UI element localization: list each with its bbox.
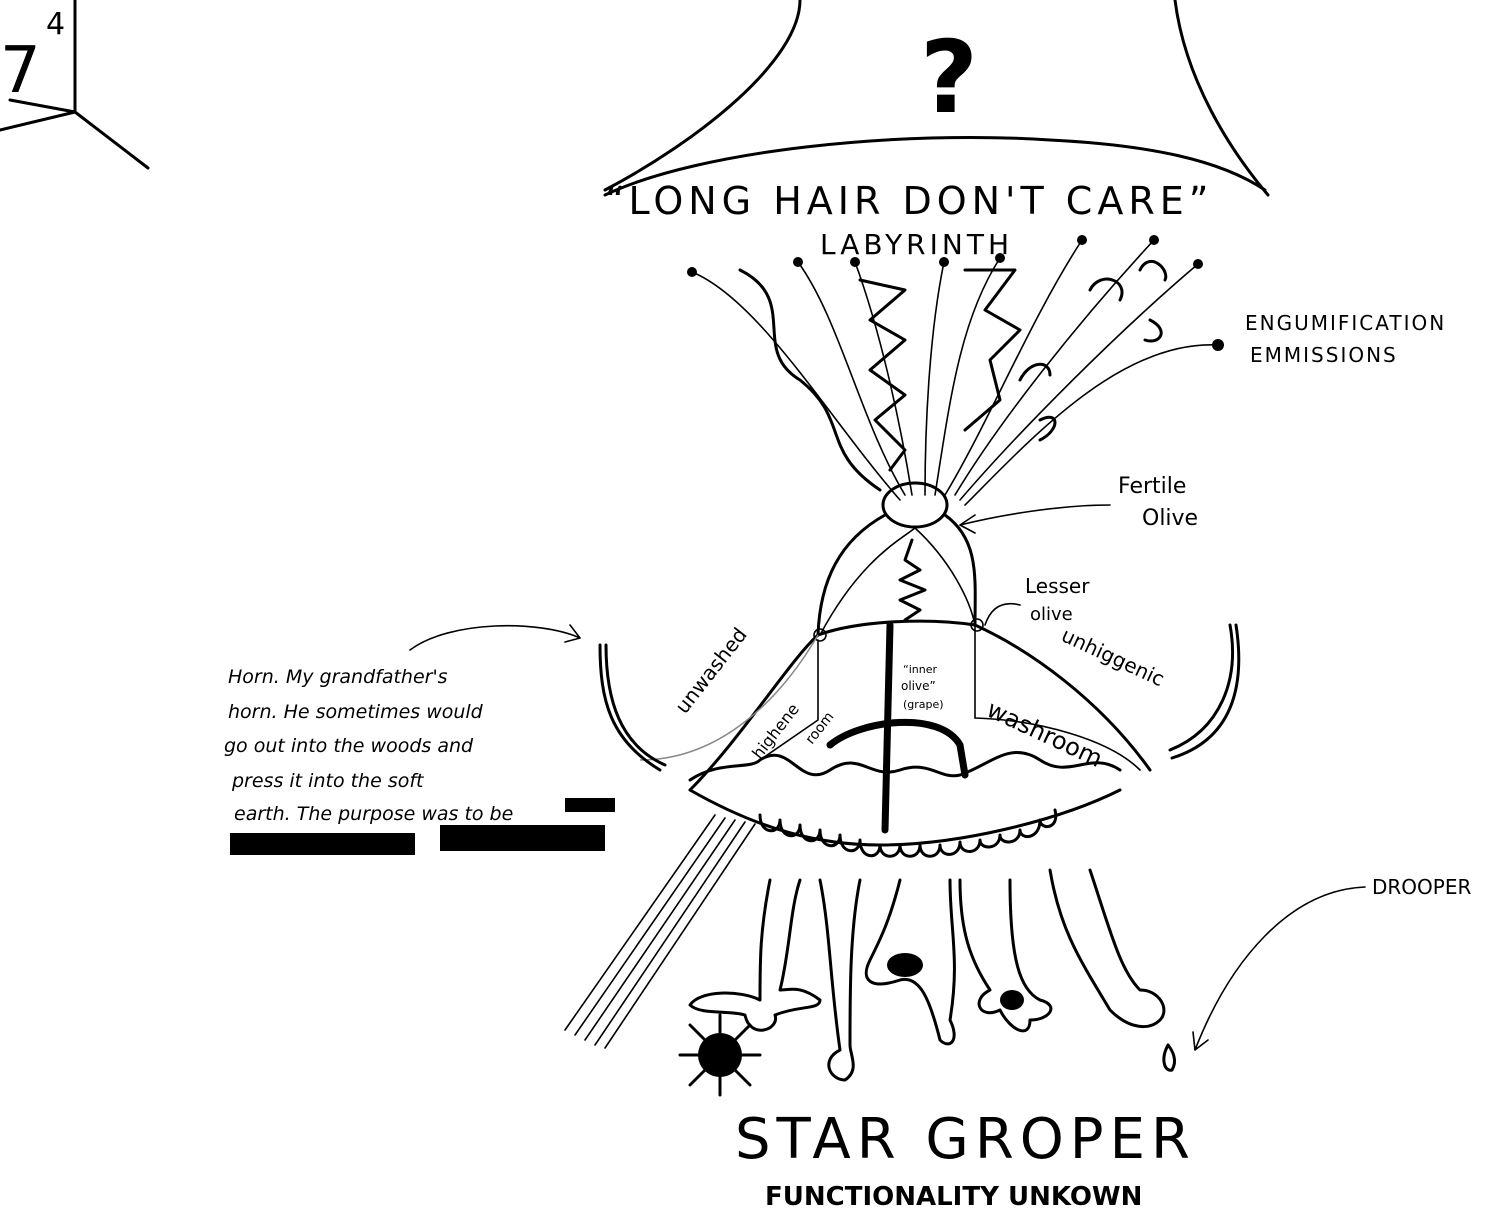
horn-note-line: earth. The purpose was to be	[234, 803, 513, 825]
redaction-bar	[565, 798, 615, 812]
inner-olive-label-3: (grape)	[903, 698, 944, 711]
inner-olive-label-2: olive”	[901, 679, 936, 693]
arrows	[409, 504, 1366, 1051]
horn-note: Horn. My grandfather's horn. He sometime…	[224, 666, 615, 855]
fertile-olive-label-2: Olive	[1142, 506, 1198, 531]
lesser-olive-label-1: Lesser	[1025, 574, 1090, 598]
corner-box: 7 4	[0, 0, 150, 170]
lesser-olive-label-2: olive	[1030, 604, 1073, 625]
horn-note-line: go out into the woods and	[224, 735, 474, 757]
horn-note-line: Horn. My grandfather's	[228, 666, 448, 688]
head-outline	[603, 0, 1270, 197]
hair-strands	[687, 235, 1224, 506]
title: STAR GROPER	[735, 1107, 1196, 1172]
corner-exponent: 4	[46, 7, 65, 42]
labyrinth-label: LABYRINTH	[820, 228, 1013, 261]
unhiggenic-label: unhiggenic	[1058, 623, 1168, 691]
unwashed-label: unwashed	[670, 623, 752, 718]
engumification-label-2: EMMISSIONS	[1250, 343, 1398, 367]
title-quote: “LONG HAIR DON'T CARE”	[605, 179, 1213, 223]
inner-olive-label-1: “inner	[903, 663, 937, 676]
subtitle: FUNCTIONALITY UNKOWN	[765, 1182, 1142, 1212]
question-mark: ?	[920, 19, 978, 136]
redaction-bar	[230, 833, 415, 855]
horn-note-line: horn. He sometimes would	[228, 701, 484, 723]
drooper-label: DROOPER	[1372, 875, 1471, 899]
horn-note-line: press it into the soft	[231, 770, 425, 792]
fertile-olive-label-1: Fertile	[1118, 474, 1186, 499]
corner-label: 7	[0, 34, 41, 108]
body	[564, 481, 1241, 1097]
engumification-label-1: ENGUMIFICATION	[1245, 311, 1446, 335]
redaction-bar	[440, 825, 605, 851]
